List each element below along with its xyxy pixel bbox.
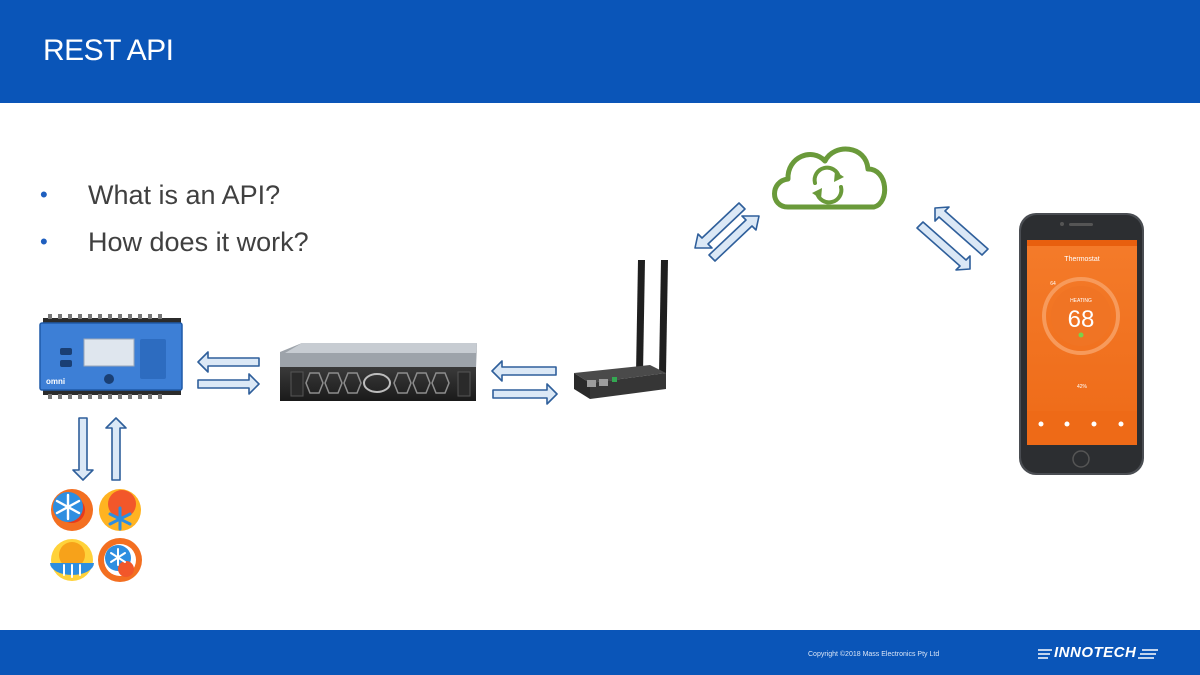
bullet-text: What is an API? xyxy=(88,180,281,210)
arrow-router-cloud xyxy=(694,202,760,262)
router-icon xyxy=(574,260,668,399)
server-icon xyxy=(280,343,477,401)
controller-brand-label: omni xyxy=(46,377,65,386)
smartphone-icon: Thermostat HEATING 68 64 42% xyxy=(1019,213,1144,475)
slide-footer: Copyright ©2018 Mass Electronics Pty Ltd… xyxy=(0,630,1200,675)
slide-header: REST API xyxy=(0,0,1200,103)
architecture-diagram: omni xyxy=(39,146,1144,582)
phone-humidity: 42% xyxy=(1077,384,1088,390)
phone-set-label: 64 xyxy=(1050,281,1056,287)
hvac-modes-icon xyxy=(50,489,142,582)
innotech-logo: INNOTECH xyxy=(1038,644,1158,664)
arrow-controller-hvac xyxy=(72,417,127,481)
cloud-sync-icon xyxy=(772,146,888,210)
copyright-text: Copyright ©2018 Mass Electronics Pty Ltd xyxy=(808,651,940,658)
arrow-controller-server xyxy=(197,351,260,395)
phone-mode-label: HEATING xyxy=(1070,298,1092,304)
phone-app-title: Thermostat xyxy=(1064,256,1099,263)
controller-icon: omni xyxy=(39,314,183,399)
arrow-server-router xyxy=(491,360,558,405)
phone-temperature: 68 xyxy=(1068,306,1095,333)
bullet-text: How does it work? xyxy=(88,227,309,257)
logo-stripes-icon xyxy=(1038,649,1158,659)
arrow-cloud-phone xyxy=(916,206,989,271)
bullet-item: • What is an API? xyxy=(40,175,309,222)
logo-text: INNOTECH xyxy=(1054,644,1137,661)
bullet-list: • What is an API? • How does it work? xyxy=(40,175,309,269)
bullet-dot: • xyxy=(40,182,48,207)
bullet-item: • How does it work? xyxy=(40,222,309,269)
bullet-dot: • xyxy=(40,229,48,254)
slide-title: REST API xyxy=(43,34,174,67)
